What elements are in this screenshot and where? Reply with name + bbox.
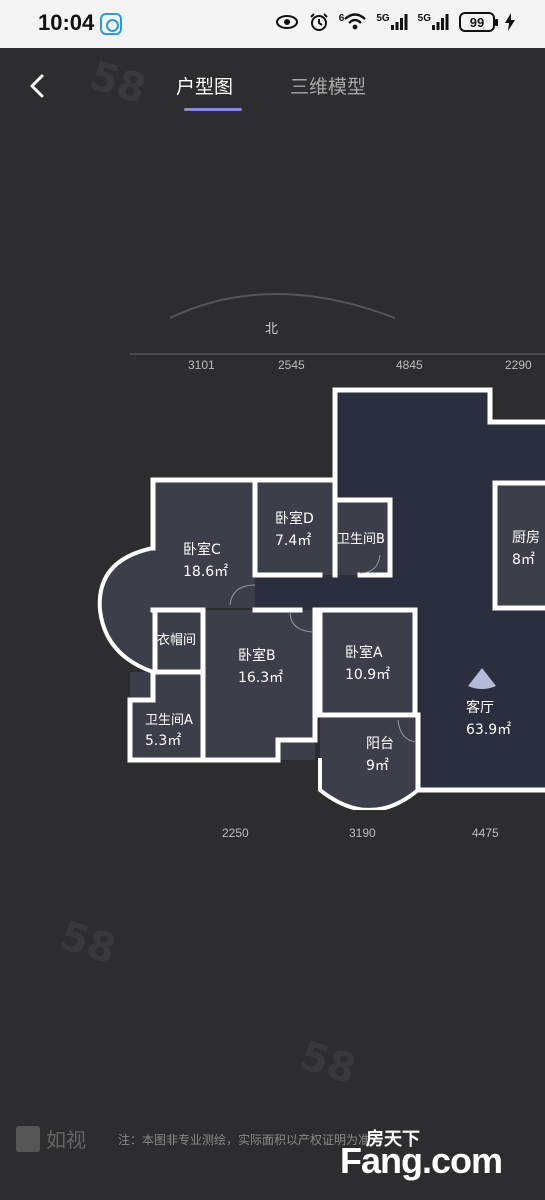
dim-top-1: 3101 <box>188 358 215 372</box>
room-label-bedroom-b: 卧室B <box>238 648 276 664</box>
wall-bay <box>97 546 154 674</box>
wifi-icon <box>344 13 367 30</box>
dim-top-4: 2290 <box>505 358 532 372</box>
tab-floorplan[interactable]: 户型图 <box>176 76 234 98</box>
wall-balcony <box>318 758 420 810</box>
wifi-label: 6 <box>338 13 345 24</box>
back-button[interactable] <box>24 70 52 102</box>
room-area-bedroom-c: 18.6㎡ <box>183 564 229 580</box>
room-label-bathroom-b: 卫生间B <box>337 532 385 547</box>
room-label-cloakroom: 衣帽间 <box>157 633 197 648</box>
room-bedroom-b[interactable] <box>203 610 315 760</box>
chat-app-icon <box>100 13 122 35</box>
room-label-bathroom-a: 卫生间A <box>145 713 193 728</box>
brand-logo-icon <box>16 1125 40 1152</box>
alarm-icon <box>310 13 328 31</box>
room-area-bedroom-a: 10.9㎡ <box>345 667 391 683</box>
chevron-left-icon <box>30 74 44 98</box>
dim-bottom-2: 3190 <box>349 826 376 840</box>
watermark: 58 <box>54 912 122 974</box>
charging-icon <box>505 13 515 31</box>
disclaimer-note: 注：本图非专业测绘，实际面积以产权证明为准 <box>118 1133 371 1147</box>
signal-icon <box>432 14 449 30</box>
door-swings <box>229 554 417 743</box>
room-bedroom-c[interactable] <box>153 480 255 608</box>
dim-top-2: 2545 <box>278 358 305 372</box>
fang-logo-cn: 房天下 <box>366 1129 420 1150</box>
tab-indicator <box>184 108 242 111</box>
room-label-bedroom-a: 卧室A <box>345 645 383 661</box>
room-area-bedroom-d: 7.4㎡ <box>275 533 312 549</box>
watermark: 58 <box>84 52 152 114</box>
room-kitchen[interactable] <box>495 483 545 608</box>
signal-icon <box>390 14 408 30</box>
room-area-bathroom-a: 5.3㎡ <box>145 733 182 749</box>
room-bathroom-a[interactable] <box>130 672 203 760</box>
room-area-kitchen: 8㎡ <box>512 552 535 568</box>
room-bedroom-c-bay <box>99 548 153 672</box>
room-label-kitchen: 厨房 <box>512 530 540 546</box>
north-label: 北 <box>265 322 279 337</box>
compass-arc <box>169 293 396 319</box>
viewpoint-marker-icon[interactable] <box>468 668 496 689</box>
room-label-bedroom-d: 卧室D <box>275 511 314 527</box>
room-bedroom-d[interactable] <box>255 480 335 575</box>
dim-bottom-1: 2250 <box>222 826 249 840</box>
signal2-label: 5G <box>417 13 431 24</box>
battery-icon: 99 <box>459 12 498 32</box>
room-bedroom-a[interactable] <box>320 610 415 715</box>
status-time: 10:04 <box>38 10 95 35</box>
walls <box>127 387 545 793</box>
signal1-label: 5G <box>376 13 390 24</box>
status-bar: 10:04 6 5G 5G <box>0 0 545 48</box>
footer-brand-text: 如视 <box>46 1128 86 1152</box>
room-area-living: 63.9㎡ <box>466 722 512 738</box>
room-balcony[interactable] <box>320 718 418 810</box>
tab-3d-model[interactable]: 三维模型 <box>290 76 367 98</box>
dim-bottom-3: 4475 <box>472 826 499 840</box>
dim-top-3: 4845 <box>396 358 423 372</box>
room-label-balcony: 阳台 <box>366 736 394 752</box>
room-area-balcony: 9㎡ <box>366 758 389 774</box>
room-area-bedroom-b: 16.3㎡ <box>238 670 284 686</box>
footer-brand: 如视 <box>16 1124 86 1153</box>
fang-logo: Fang.com <box>340 1140 503 1181</box>
room-cloakroom[interactable] <box>155 610 203 672</box>
eye-icon <box>275 15 298 29</box>
room-label-bedroom-c: 卧室C <box>183 542 221 558</box>
room-living[interactable] <box>255 390 545 790</box>
floorplan[interactable] <box>0 120 545 810</box>
room-label-living: 客厅 <box>466 700 494 716</box>
status-icons: 6 5G 5G 99 <box>275 12 515 32</box>
watermark: 58 <box>294 1032 362 1094</box>
